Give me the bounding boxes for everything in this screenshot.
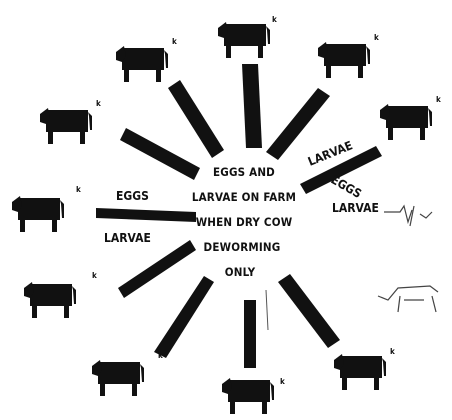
cow-mark-upper-right: k: [374, 33, 379, 42]
label-larvae-left: LARVAE: [104, 231, 151, 245]
faint-sketch-upper: [384, 206, 432, 226]
faint-line: [266, 290, 268, 330]
arrow-bottom: [244, 300, 256, 368]
cow-mark-left-upper: k: [96, 99, 101, 108]
cow-bottom-left: [92, 360, 144, 396]
center-line-5: ONLY: [225, 265, 256, 279]
center-line-4: DEWORMING: [204, 240, 281, 254]
arrow-left-lower: [118, 240, 196, 298]
arrow-upper-left: [168, 80, 224, 158]
cow-right-upper: [380, 104, 432, 140]
cow-mark-top: k: [272, 15, 277, 24]
arrow-left-mid: [96, 208, 196, 222]
arrow-bottom-right: [278, 274, 340, 348]
arrow-top: [242, 64, 262, 148]
cow-mark-right-upper: k: [436, 95, 441, 104]
cow-mark-upper-left: k: [172, 37, 177, 46]
label-eggs-left: EGGS: [116, 189, 149, 203]
label-eggs-right: EGGS: [329, 172, 364, 201]
cow-top: [218, 22, 270, 58]
center-line-3: WHEN DRY COW: [196, 215, 293, 229]
cow-mark-bottom: k: [280, 377, 285, 386]
cow-bottom-right: [334, 354, 386, 390]
cow-mark-bottom-right: k: [390, 347, 395, 356]
cow-upper-right: [318, 42, 370, 78]
center-caption: EGGS AND LARVAE ON FARM WHEN DRY COW DEW…: [192, 165, 296, 279]
faint-sketch-lower: [378, 286, 438, 312]
cow-mark-left-lower: k: [92, 271, 97, 280]
label-larvae-right-lower: LARVAE: [332, 201, 379, 215]
cow-left-upper: [40, 108, 92, 144]
center-line-2: LARVAE ON FARM: [192, 190, 296, 204]
cow-mark-bottom-left: k: [158, 351, 163, 360]
arrow-left-upper: [120, 128, 200, 180]
cow-bottom: [222, 378, 274, 414]
cow-upper-left: [116, 46, 168, 82]
cow-mark-left-mid: k: [76, 185, 81, 194]
cow-left-lower: [24, 282, 76, 318]
arrow-bottom-left: [154, 276, 214, 358]
cow-left-mid: [12, 196, 64, 232]
center-line-1: EGGS AND: [213, 165, 275, 179]
